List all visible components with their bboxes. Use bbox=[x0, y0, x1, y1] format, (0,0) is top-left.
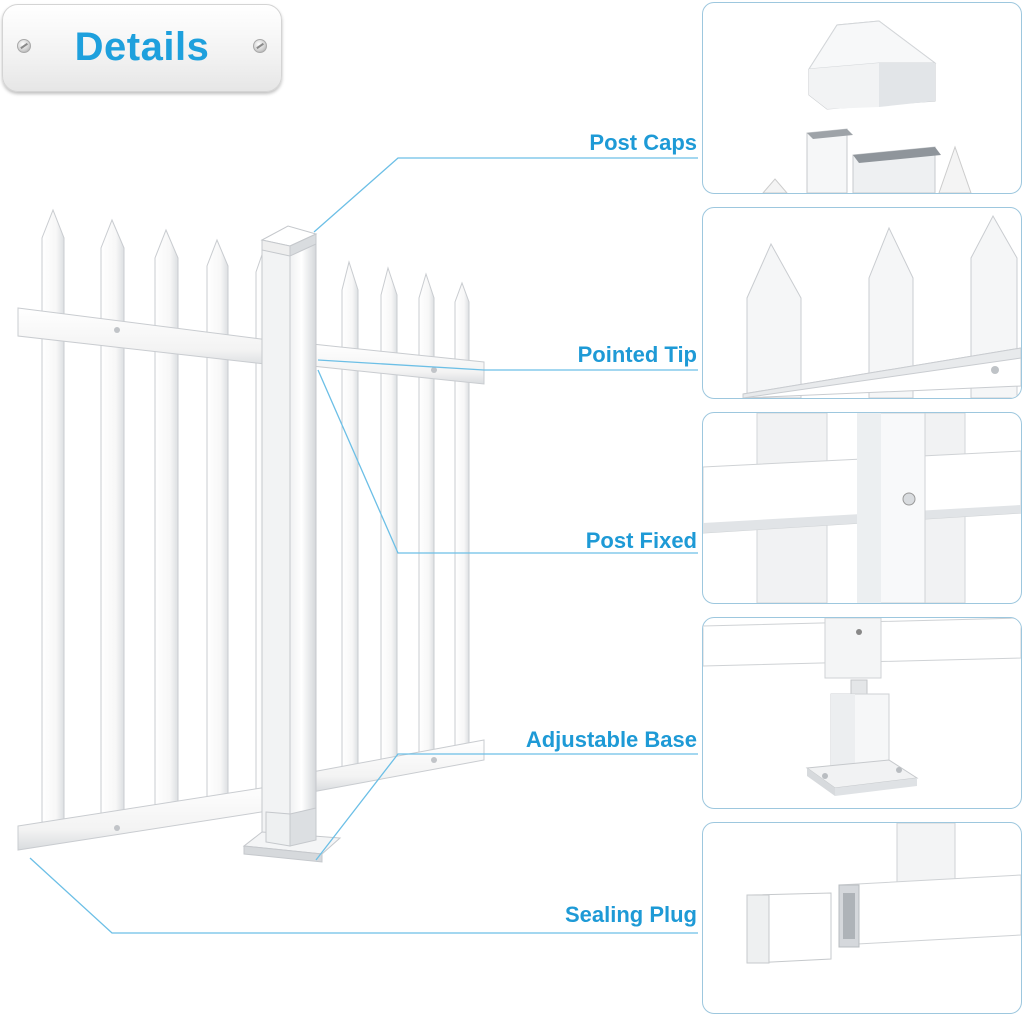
label-post-fixed: Post Fixed bbox=[585, 528, 697, 553]
left-fence-panel bbox=[17, 208, 301, 851]
screw-icon bbox=[17, 39, 31, 53]
screw-icon bbox=[253, 39, 267, 53]
adjustable-base-panel bbox=[702, 617, 1022, 809]
pointed-tip-panel bbox=[702, 207, 1022, 399]
label-sealing-plug: Sealing Plug bbox=[564, 902, 697, 927]
pointed-tip-image bbox=[742, 214, 1021, 398]
post-caps-panel bbox=[702, 2, 1022, 194]
title-plate: Details bbox=[2, 4, 282, 92]
post-fixed-panel bbox=[702, 412, 1022, 604]
label-adjustable-base: Adjustable Base bbox=[525, 727, 697, 752]
page-title: Details bbox=[74, 25, 210, 69]
sealing-plug-image bbox=[746, 823, 1021, 964]
label-post-caps: Post Caps bbox=[589, 130, 697, 155]
adjustable-base-image bbox=[703, 618, 1021, 796]
corner-post bbox=[242, 225, 342, 863]
post-fixed-image bbox=[703, 413, 1021, 603]
sealing-plug-panel bbox=[702, 822, 1022, 1014]
label-pointed-tip: Pointed Tip bbox=[577, 342, 697, 367]
post-caps-image bbox=[762, 20, 972, 193]
right-fence-panel bbox=[311, 260, 485, 793]
